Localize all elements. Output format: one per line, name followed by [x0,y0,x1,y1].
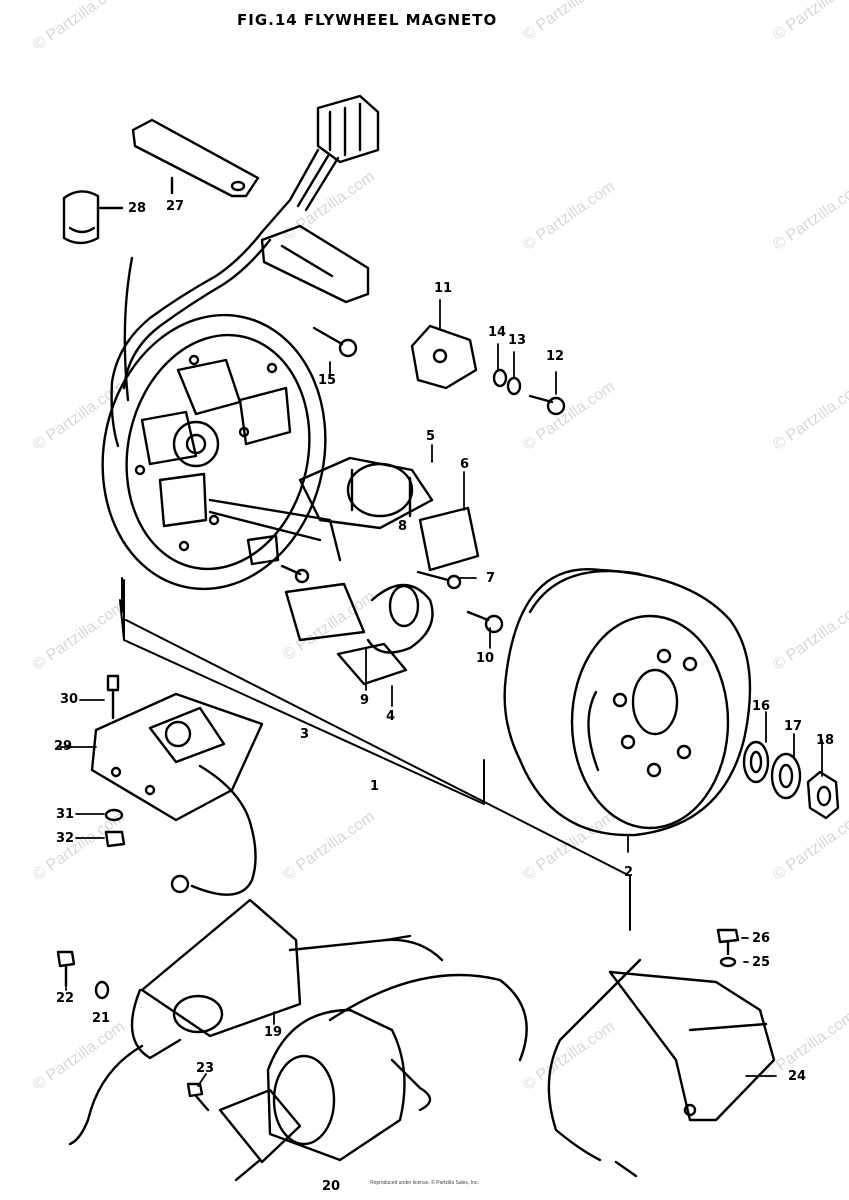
callout-1: 1 [370,779,380,794]
part-7-screw [416,570,462,590]
callout-19: 19 [264,1025,283,1040]
copyright-note: Reproduced under license. © Partzilla Sa… [370,1180,479,1186]
part-30-bolt [106,674,120,720]
part-21-washer [94,980,110,1000]
part-4-bracket [336,642,408,686]
callout-7: 7 [486,571,496,586]
callout-26: 26 [752,931,771,946]
part-27-plate [131,118,260,198]
connector-block [260,94,380,234]
callout-5: 5 [426,429,436,444]
part-18-nut [806,770,840,820]
callout-11: 11 [434,281,453,296]
part-15-screw [312,326,358,358]
callout-9: 9 [360,693,370,708]
callout-12: 12 [546,349,565,364]
rubber-cover [260,224,370,304]
callout-8: 8 [398,519,408,534]
callout-2: 2 [624,865,634,880]
figure-title: FIG.14 FLYWHEEL MAGNETO [237,11,498,29]
part-29-rectifier-bracket [90,692,264,896]
part-26-screw [716,928,740,956]
callout-14: 14 [488,325,507,340]
part-16-washer [742,740,770,784]
part-23-bolt [186,1082,210,1112]
part-25-washer [719,956,737,968]
callout-3: 3 [300,727,310,742]
callout-21: 21 [92,1011,111,1026]
part-14-washer [492,368,508,388]
wire-harness [110,230,272,448]
stator-base-plate [101,313,327,591]
part-22-bolt [56,950,76,988]
leader-lines [59,299,823,1087]
callout-30: 30 [60,692,79,707]
callout-25: 25 [752,955,771,970]
part-11-contact-breaker [410,324,478,390]
callout-10: 10 [476,651,495,666]
part-2-flywheel-rotor [503,568,752,837]
part-24-coil-bracket [547,958,776,1178]
callout-4: 4 [386,709,396,724]
stator-screw [280,564,310,584]
callout-27: 27 [166,199,185,214]
part-31-washer [104,808,124,822]
part-32-nut [104,830,126,848]
part-12-screw [528,394,566,416]
assembly-brackets [119,577,631,931]
part-20-ignition-coil [218,973,528,1182]
part-13-washer [506,376,522,396]
callout-15: 15 [318,373,337,388]
callout-6: 6 [460,457,470,472]
callout-13: 13 [508,333,527,348]
part-28-clamp [62,190,124,245]
callout-28: 28 [128,201,147,216]
part-10-screw [466,610,504,634]
callout-32: 32 [56,831,75,846]
callout-22: 22 [56,991,75,1006]
callout-16: 16 [752,699,771,714]
callout-24: 24 [788,1069,807,1084]
part-17-lockwasher [770,752,802,800]
callout-20: 20 [322,1179,341,1194]
callout-29: 29 [54,739,73,754]
stator-coil-assembly [208,456,480,654]
callout-17: 17 [784,719,803,734]
part-19-ignition-coil [68,898,444,1146]
callout-31: 31 [56,807,75,822]
callout-18: 18 [816,733,835,748]
callout-23: 23 [196,1061,215,1076]
